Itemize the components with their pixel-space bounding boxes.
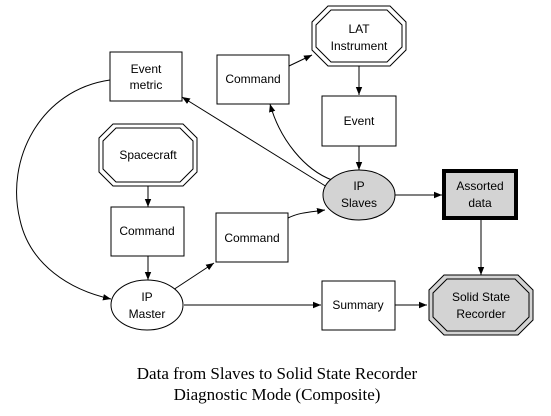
event-metric-line-2: metric xyxy=(130,78,163,92)
node-command-mid: Command xyxy=(215,212,289,263)
caption-line-1: Data from Slaves to Solid State Recorder xyxy=(137,364,418,383)
diagram-caption: Data from Slaves to Solid State Recorder… xyxy=(137,364,418,404)
edge-event-metric-to-master xyxy=(16,79,112,301)
ip-slaves-line-1: IP xyxy=(353,179,364,193)
edges xyxy=(16,54,485,309)
solid-state-recorder-line-2: Recorder xyxy=(456,307,505,321)
command-left-label: Command xyxy=(119,224,174,238)
node-ip-slaves: IP Slaves xyxy=(322,169,396,221)
edge-command-to-lat xyxy=(288,54,313,67)
edge-slaves-to-command-top xyxy=(269,103,333,181)
node-command-left: Command xyxy=(110,206,185,257)
node-assorted-data: Assorted data xyxy=(442,169,518,220)
solid-state-recorder-line-1: Solid State xyxy=(452,290,510,304)
event-label: Event xyxy=(344,114,375,128)
spacecraft-label: Spacecraft xyxy=(119,148,177,162)
node-event-metric: Event metric xyxy=(109,51,183,102)
event-metric-line-1: Event xyxy=(131,62,162,76)
assorted-data-line-2: data xyxy=(468,196,492,210)
lat-instrument-line-1: LAT xyxy=(348,22,370,36)
node-ip-master: IP Master xyxy=(110,279,184,331)
ip-master-line-1: IP xyxy=(141,290,152,304)
node-spacecraft: Spacecraft xyxy=(98,123,198,187)
edge-slaves-to-event-metric xyxy=(181,96,328,188)
node-summary: Summary xyxy=(321,280,396,331)
edge-master-to-command-mid xyxy=(172,262,215,291)
lat-instrument-line-2: Instrument xyxy=(331,39,388,53)
ip-slaves-line-2: Slaves xyxy=(341,196,377,210)
node-solid-state-recorder: Solid State Recorder xyxy=(428,274,534,336)
ip-master-line-2: Master xyxy=(129,307,166,321)
command-mid-label: Command xyxy=(224,231,279,245)
node-lat-instrument: LAT Instrument xyxy=(311,5,407,67)
command-top-label: Command xyxy=(225,72,280,86)
edge-command-mid-to-slaves xyxy=(287,208,326,219)
assorted-data-line-1: Assorted xyxy=(456,179,503,193)
node-command-top: Command xyxy=(216,54,290,105)
caption-line-2: Diagnostic Mode (Composite) xyxy=(174,385,381,404)
summary-label: Summary xyxy=(332,298,383,312)
node-event: Event xyxy=(321,95,397,147)
